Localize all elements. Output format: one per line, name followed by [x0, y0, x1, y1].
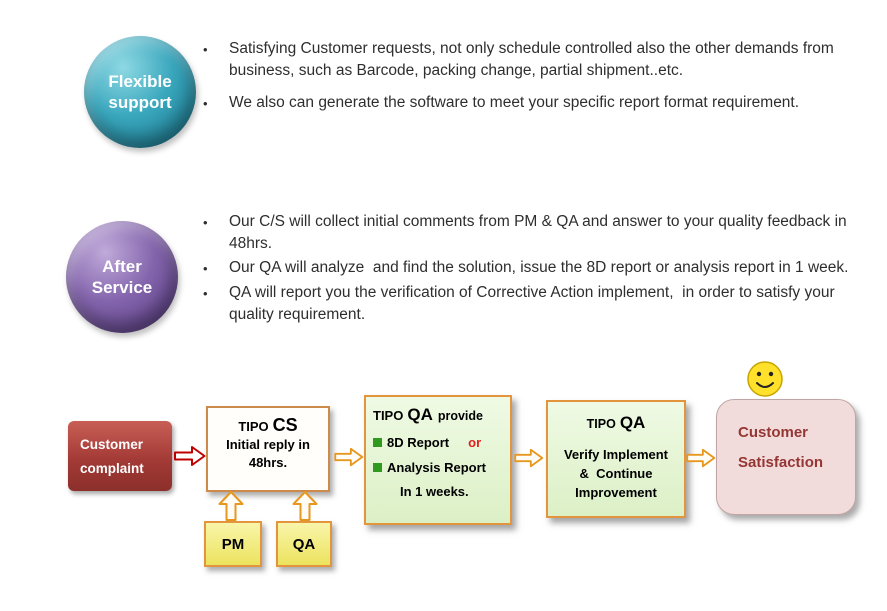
- bullet-text: Our QA will analyze and find the solutio…: [229, 259, 849, 276]
- pm-label: PM: [221, 535, 245, 553]
- or-word: or: [468, 435, 482, 450]
- report-item-label: 8D Report: [387, 435, 450, 450]
- bullet-item: • Our C/S will collect initial comments …: [203, 211, 865, 255]
- badge-label-line: Flexible: [108, 71, 172, 91]
- bullet-icon: •: [203, 215, 208, 230]
- arrow-pm-to-cs-icon: [218, 491, 244, 521]
- cs-line: Initial reply in: [226, 437, 310, 452]
- after-service-badge: After Service: [66, 221, 178, 333]
- complaint-line: Customer: [80, 436, 144, 452]
- customer-complaint-box: Customer complaint: [68, 421, 172, 491]
- tipo-brand: TIPO: [373, 408, 404, 423]
- qa-box: QA: [276, 521, 332, 567]
- bullet-text: We also can generate the software to mee…: [229, 94, 800, 111]
- bullet-item: • Our QA will analyze and find the solut…: [203, 257, 865, 280]
- verify-line: & Continue: [579, 466, 653, 481]
- badge-label-line: After: [102, 256, 142, 276]
- qa-dept: QA: [407, 405, 433, 424]
- bullet-item: • QA will report you the verification of…: [203, 282, 865, 326]
- bullet-text: Satisfying Customer requests, not only s…: [229, 40, 839, 79]
- report-item: 8D Report or: [373, 435, 506, 450]
- arrow-cs-to-qa-icon: [334, 446, 364, 468]
- flexible-support-bullet-list: • Satisfying Customer requests, not only…: [203, 38, 865, 125]
- bullet-icon: •: [203, 286, 208, 301]
- bullet-item: • Satisfying Customer requests, not only…: [203, 38, 865, 82]
- pm-box: PM: [204, 521, 262, 567]
- cs-dept: CS: [272, 415, 298, 435]
- bullet-icon: •: [203, 96, 208, 111]
- after-service-bullet-list: • Our C/S will collect initial comments …: [203, 211, 865, 328]
- bullet-text: QA will report you the verification of C…: [229, 284, 839, 323]
- flexible-support-badge: Flexible support: [84, 36, 196, 148]
- customer-satisfaction-box: Customer Satisfaction: [716, 399, 856, 515]
- bullet-icon: •: [203, 261, 208, 276]
- bullet-item: • We also can generate the software to m…: [203, 92, 865, 115]
- provide-suffix: provide: [437, 409, 483, 423]
- bullet-icon: •: [203, 42, 208, 57]
- smiley-face-icon: [746, 360, 784, 398]
- bullet-text: Our C/S will collect initial comments fr…: [229, 213, 851, 252]
- green-square-bullet-icon: [373, 438, 382, 447]
- arrow-verify-to-satisfaction-icon: [686, 447, 716, 469]
- report-item: Analysis Report: [373, 460, 506, 475]
- qa-provide-footer: In 1 weeks.: [400, 484, 469, 499]
- satisfaction-line: Customer: [738, 424, 809, 441]
- verify-line: Improvement: [575, 485, 657, 500]
- verify-line: Verify Implement: [563, 447, 669, 462]
- complaint-line: complaint: [80, 460, 144, 476]
- badge-label-line: support: [108, 93, 172, 112]
- arrow-complaint-to-cs-icon: [174, 444, 206, 468]
- qa-label: QA: [292, 535, 316, 553]
- report-item-label: Analysis Report: [387, 460, 486, 475]
- qa-dept: QA: [619, 413, 646, 432]
- green-square-bullet-icon: [373, 463, 382, 472]
- badge-label-line: Service: [91, 278, 153, 297]
- arrow-qa-to-cs-icon: [292, 491, 318, 521]
- cs-line: 48hrs.: [248, 455, 288, 470]
- arrow-qa-to-verify-icon: [514, 447, 544, 469]
- tipo-brand: TIPO: [586, 417, 616, 431]
- tipo-brand: TIPO: [238, 419, 269, 434]
- satisfaction-line: Satisfaction: [738, 454, 824, 471]
